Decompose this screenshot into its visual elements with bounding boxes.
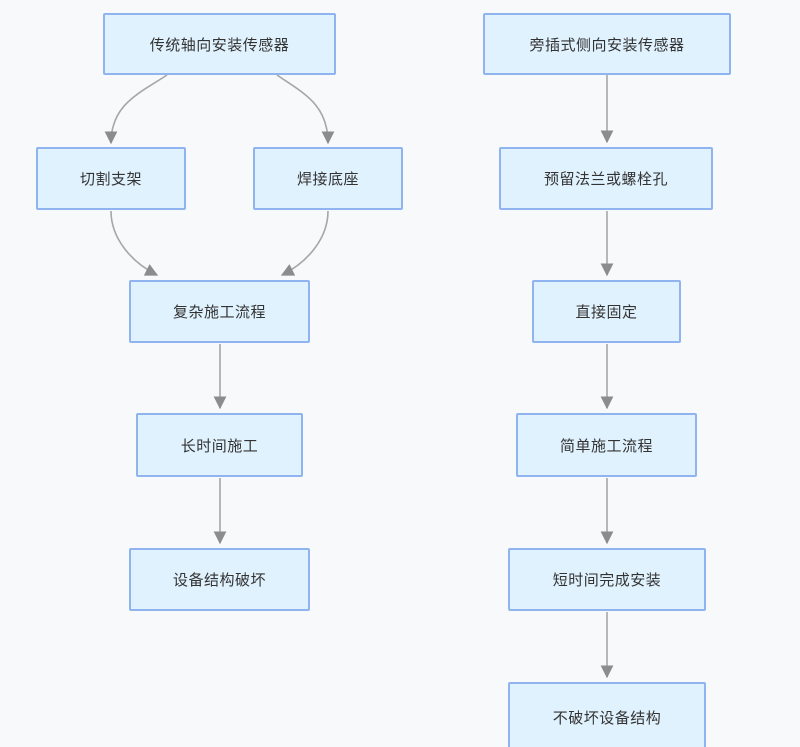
flow-node-long-construction-time: 长时间施工 <box>136 413 303 477</box>
edge-c-d <box>280 210 329 276</box>
flow-node-simple-construction: 简单施工流程 <box>516 413 697 477</box>
flow-node-reserved-flange-bolt-holes: 预留法兰或螺栓孔 <box>499 147 713 210</box>
edge-a-c <box>276 74 335 145</box>
flow-node-side-insert-lateral-sensor: 旁插式侧向安装传感器 <box>483 13 731 75</box>
edge-b-d <box>110 210 159 276</box>
edge-a-b <box>104 74 168 145</box>
flow-node-traditional-axial-sensor: 传统轴向安装传感器 <box>103 13 336 75</box>
flow-node-complex-construction: 复杂施工流程 <box>129 280 310 343</box>
flow-node-cut-bracket: 切割支架 <box>36 147 186 210</box>
flow-node-structure-damaged: 设备结构破坏 <box>129 548 310 611</box>
flow-node-quick-installation: 短时间完成安装 <box>508 548 706 611</box>
flow-node-weld-base: 焊接底座 <box>253 147 403 210</box>
flow-node-structure-not-damaged: 不破坏设备结构 <box>508 682 706 747</box>
flow-node-direct-fixing: 直接固定 <box>532 280 681 343</box>
